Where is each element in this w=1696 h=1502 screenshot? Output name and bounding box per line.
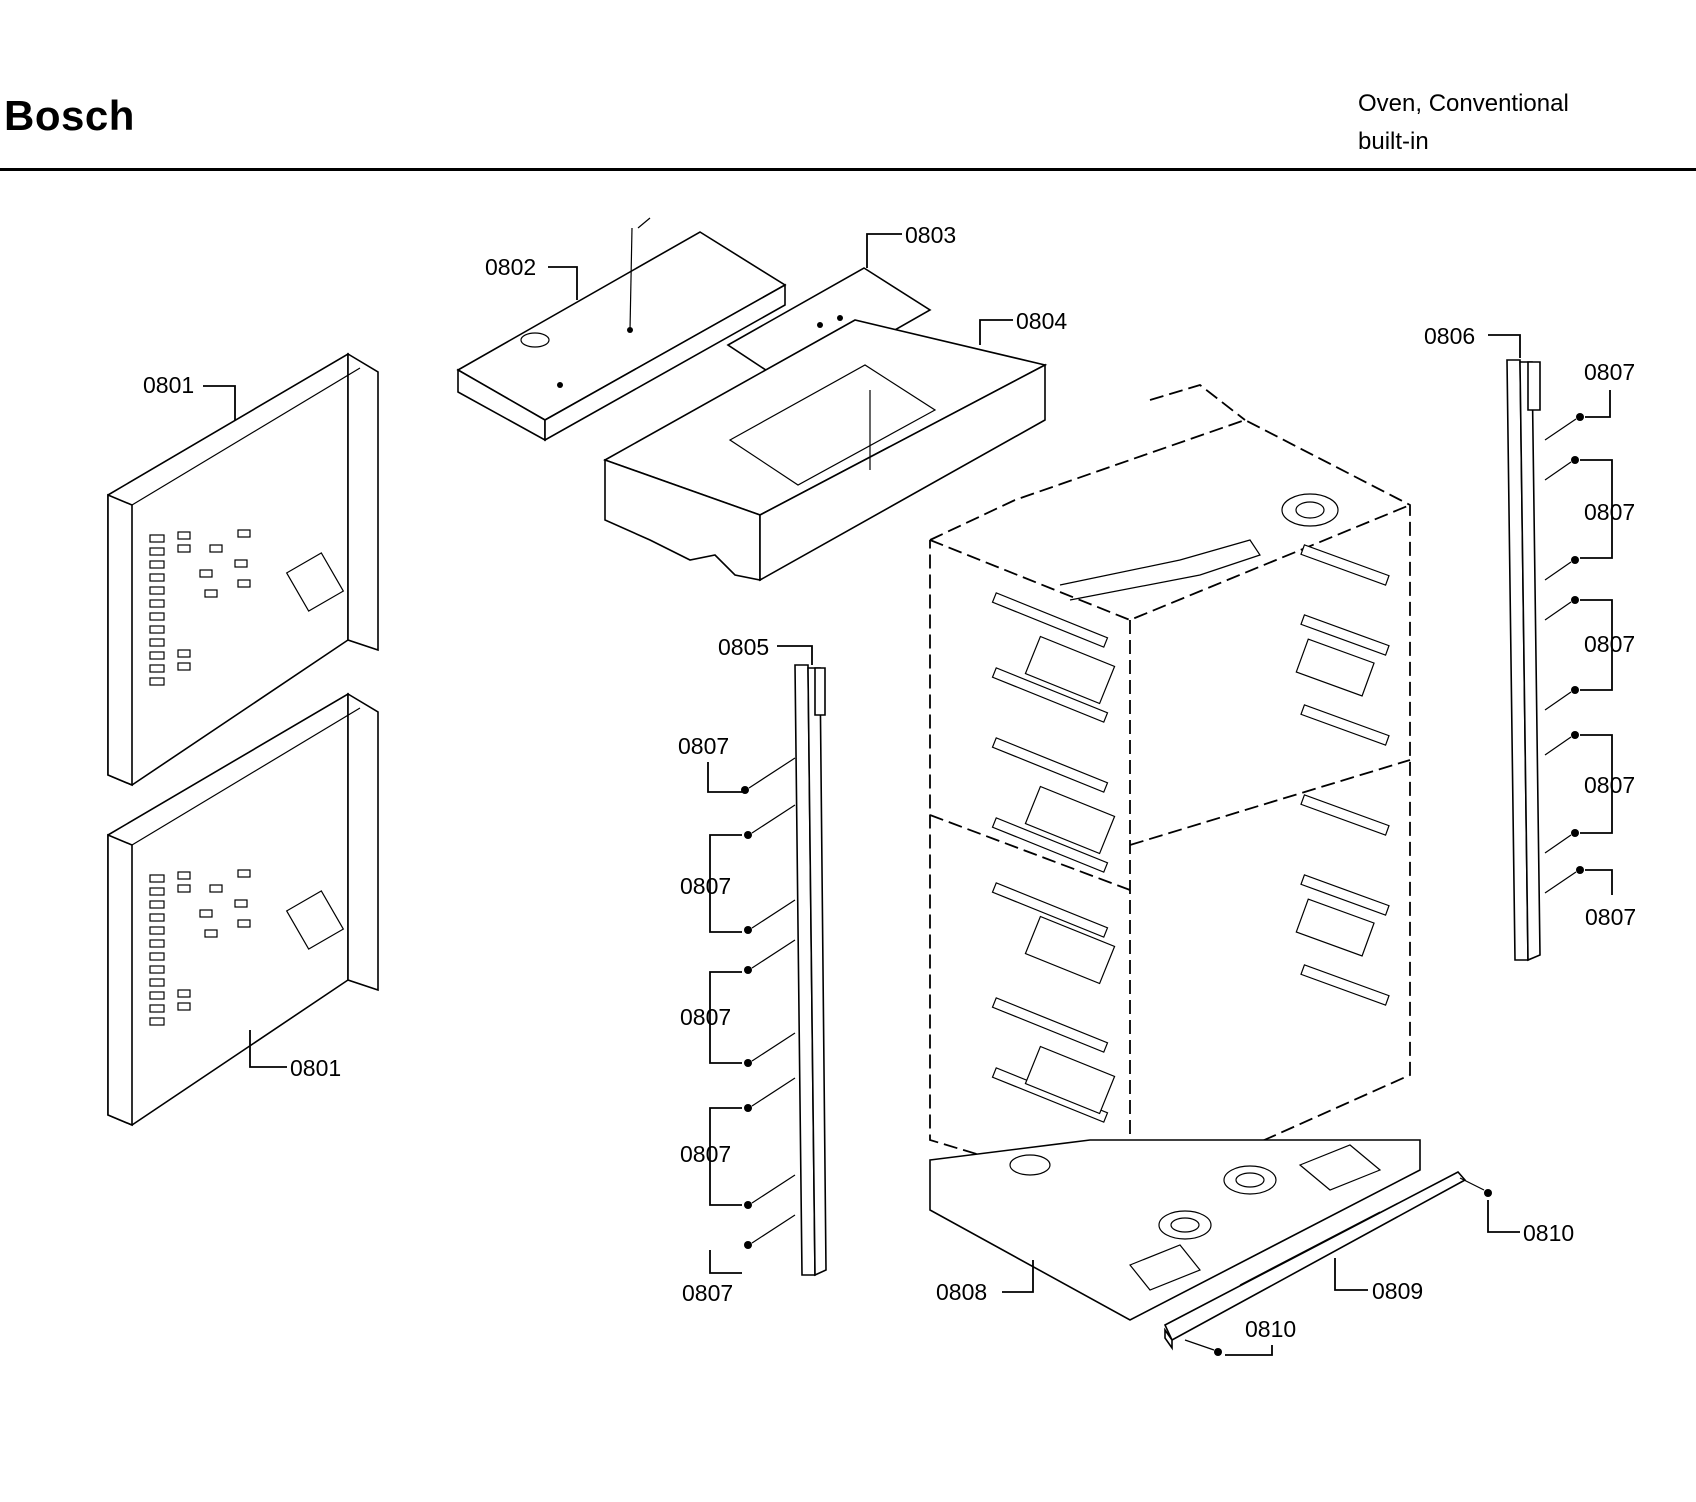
right-rack-support-rail <box>1506 359 1541 962</box>
product-subtype: built-in <box>1358 128 1429 155</box>
callout-0803: 0803 <box>905 222 956 248</box>
side-panel-top <box>107 352 379 787</box>
side-panel-bottom <box>107 692 379 1127</box>
screws-0810 <box>1184 1177 1492 1356</box>
brand-title: Bosch <box>4 92 135 139</box>
callout-0801-bottom: 0801 <box>290 1055 341 1081</box>
callout-0807-left-1: 0807 <box>678 733 729 759</box>
header-rule <box>0 168 1696 171</box>
callout-0809: 0809 <box>1372 1278 1423 1304</box>
callout-0808: 0808 <box>936 1279 987 1305</box>
callout-0807-left-5: 0807 <box>682 1280 733 1306</box>
screws-right <box>1544 413 1584 894</box>
callout-0807-right-1: 0807 <box>1584 359 1635 385</box>
callout-leaders <box>203 233 1613 1356</box>
callout-0807-right-2: 0807 <box>1584 499 1635 525</box>
callout-0807-right-4: 0807 <box>1584 772 1635 798</box>
callout-0806: 0806 <box>1424 323 1475 349</box>
top-cover <box>456 217 787 442</box>
callout-0804: 0804 <box>1016 308 1067 334</box>
oven-base-plate <box>929 1139 1421 1321</box>
callout-0807-right-5: 0807 <box>1585 904 1636 930</box>
callout-0805: 0805 <box>718 634 769 660</box>
callout-0807-left-3: 0807 <box>680 1004 731 1030</box>
callout-0802: 0802 <box>485 254 536 280</box>
callout-0807-right-3: 0807 <box>1584 631 1635 657</box>
oven-cavity-housing <box>929 384 1411 1201</box>
callout-0801-top: 0801 <box>143 372 194 398</box>
callout-0807-left-2: 0807 <box>680 873 731 899</box>
callout-0810-right: 0810 <box>1523 1220 1574 1246</box>
left-rack-support-rail <box>794 664 827 1277</box>
callout-0810-bottom: 0810 <box>1245 1316 1296 1342</box>
product-type: Oven, Conventional <box>1358 90 1569 117</box>
callout-0807-left-4: 0807 <box>680 1141 731 1167</box>
top-frame <box>603 319 1048 582</box>
screws-left <box>741 757 796 1249</box>
